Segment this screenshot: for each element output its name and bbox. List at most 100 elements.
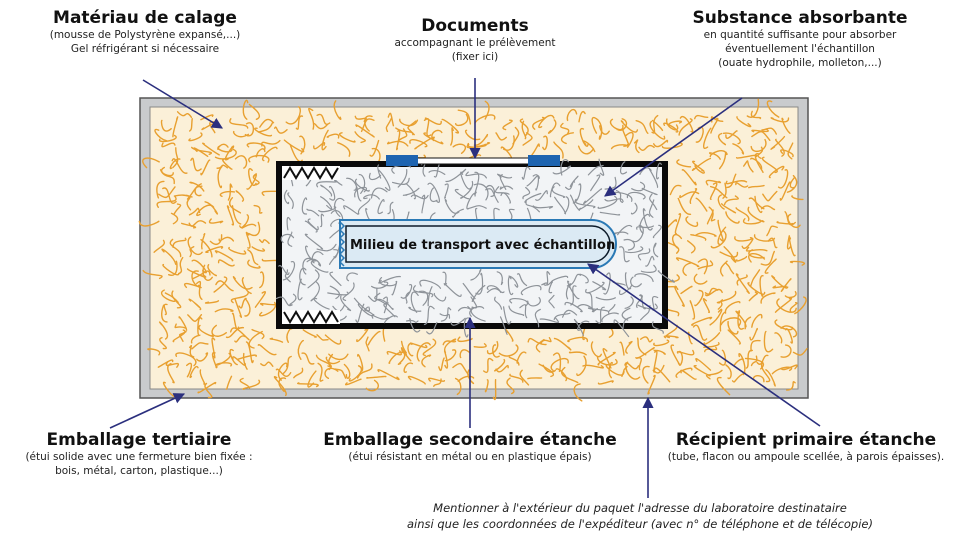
texture-squiggle xyxy=(355,124,375,138)
texture-squiggle xyxy=(573,318,584,337)
texture-squiggle xyxy=(202,142,220,156)
texture-squiggle xyxy=(234,298,242,318)
texture-squiggle xyxy=(409,318,421,333)
texture-squiggle xyxy=(610,144,628,150)
texture-squiggle xyxy=(538,363,555,378)
texture-squiggle xyxy=(541,280,553,286)
texture-squiggle xyxy=(153,239,165,253)
texture-squiggle xyxy=(204,382,213,399)
texture-squiggle xyxy=(421,194,426,214)
texture-squiggle xyxy=(334,198,345,217)
texture-squiggle xyxy=(214,148,237,160)
texture-squiggle xyxy=(226,205,235,226)
texture-squiggle xyxy=(278,377,287,393)
texture-squiggle xyxy=(735,207,750,222)
texture-squiggle xyxy=(768,165,785,179)
texture-squiggle xyxy=(442,271,448,285)
texture-squiggle xyxy=(248,168,257,187)
texture-squiggle xyxy=(473,183,489,201)
texture-squiggle xyxy=(232,356,246,366)
texture-squiggle xyxy=(774,319,794,331)
texture-squiggle xyxy=(597,351,616,366)
texture-squiggle xyxy=(197,317,203,336)
texture-squiggle xyxy=(637,248,651,261)
texture-squiggle xyxy=(171,158,188,174)
texture-squiggle xyxy=(274,126,288,134)
texture-squiggle xyxy=(159,134,177,143)
texture-squiggle xyxy=(676,349,695,356)
texture-squiggle xyxy=(742,218,762,225)
texture-squiggle xyxy=(257,122,274,133)
texture-squiggle xyxy=(457,109,472,125)
texture-squiggle xyxy=(578,199,594,211)
texture-squiggle xyxy=(171,290,182,309)
texture-squiggle xyxy=(470,307,486,322)
texture-squiggle xyxy=(364,115,373,132)
texture-squiggle xyxy=(780,364,798,371)
texture-squiggle xyxy=(190,334,201,344)
texture-squiggle xyxy=(169,158,181,170)
texture-squiggle xyxy=(693,365,711,377)
texture-squiggle xyxy=(748,253,766,263)
texture-squiggle xyxy=(634,273,654,282)
texture-squiggle xyxy=(222,158,233,170)
texture-squiggle xyxy=(307,218,318,233)
texture-squiggle xyxy=(304,233,324,250)
texture-squiggle xyxy=(440,307,452,322)
texture-squiggle xyxy=(339,132,356,143)
texture-squiggle xyxy=(757,146,764,159)
texture-squiggle xyxy=(211,352,218,369)
texture-squiggle xyxy=(736,116,752,128)
texture-squiggle xyxy=(703,127,712,150)
texture-squiggle xyxy=(787,142,794,160)
texture-squiggle xyxy=(424,117,442,125)
texture-squiggle xyxy=(441,118,459,134)
texture-squiggle xyxy=(328,353,349,361)
texture-squiggle xyxy=(197,381,217,394)
texture-squiggle xyxy=(577,145,595,155)
texture-squiggle xyxy=(677,197,692,215)
texture-squiggle xyxy=(464,129,481,141)
texture-squiggle xyxy=(452,143,467,154)
texture-squiggle xyxy=(735,273,750,294)
texture-squiggle xyxy=(172,116,179,138)
texture-squiggle xyxy=(205,246,224,253)
texture-squiggle xyxy=(247,249,259,266)
texture-squiggle xyxy=(193,147,209,157)
texture-squiggle xyxy=(495,132,507,141)
texture-squiggle xyxy=(202,264,213,282)
texture-squiggle xyxy=(217,259,235,267)
texture-squiggle xyxy=(246,142,266,151)
texture-squiggle xyxy=(731,372,746,383)
texture-squiggle xyxy=(496,271,504,285)
texture-squiggle xyxy=(721,203,736,214)
texture-squiggle xyxy=(474,114,496,124)
texture-squiggle xyxy=(215,280,234,292)
texture-squiggle xyxy=(332,304,345,312)
texture-squiggle xyxy=(408,306,422,312)
texture-squiggle xyxy=(254,127,273,137)
texture-squiggle xyxy=(284,269,291,283)
texture-squiggle xyxy=(785,328,793,344)
texture-squiggle xyxy=(452,362,469,376)
texture-squiggle xyxy=(527,337,547,346)
texture-squiggle xyxy=(736,255,748,262)
texture-squiggle xyxy=(760,205,776,211)
texture-squiggle xyxy=(704,288,723,297)
label-primaire-line-1: (tube, flacon ou ampoule scellée, à paro… xyxy=(667,451,945,463)
texture-squiggle xyxy=(509,373,524,383)
texture-squiggle xyxy=(548,119,557,134)
texture-squiggle xyxy=(703,332,721,345)
texture-squiggle xyxy=(439,313,451,319)
texture-squiggle xyxy=(506,377,515,395)
texture-squiggle xyxy=(378,169,391,191)
texture-squiggle xyxy=(457,336,473,343)
texture-squiggle xyxy=(399,118,419,127)
texture-squiggle xyxy=(553,141,564,159)
texture-squiggle xyxy=(428,377,446,382)
texture-squiggle xyxy=(421,354,432,368)
texture-squiggle xyxy=(192,270,211,280)
texture-squiggle xyxy=(625,246,644,254)
texture-squiggle xyxy=(682,262,692,276)
texture-squiggle xyxy=(492,379,497,401)
